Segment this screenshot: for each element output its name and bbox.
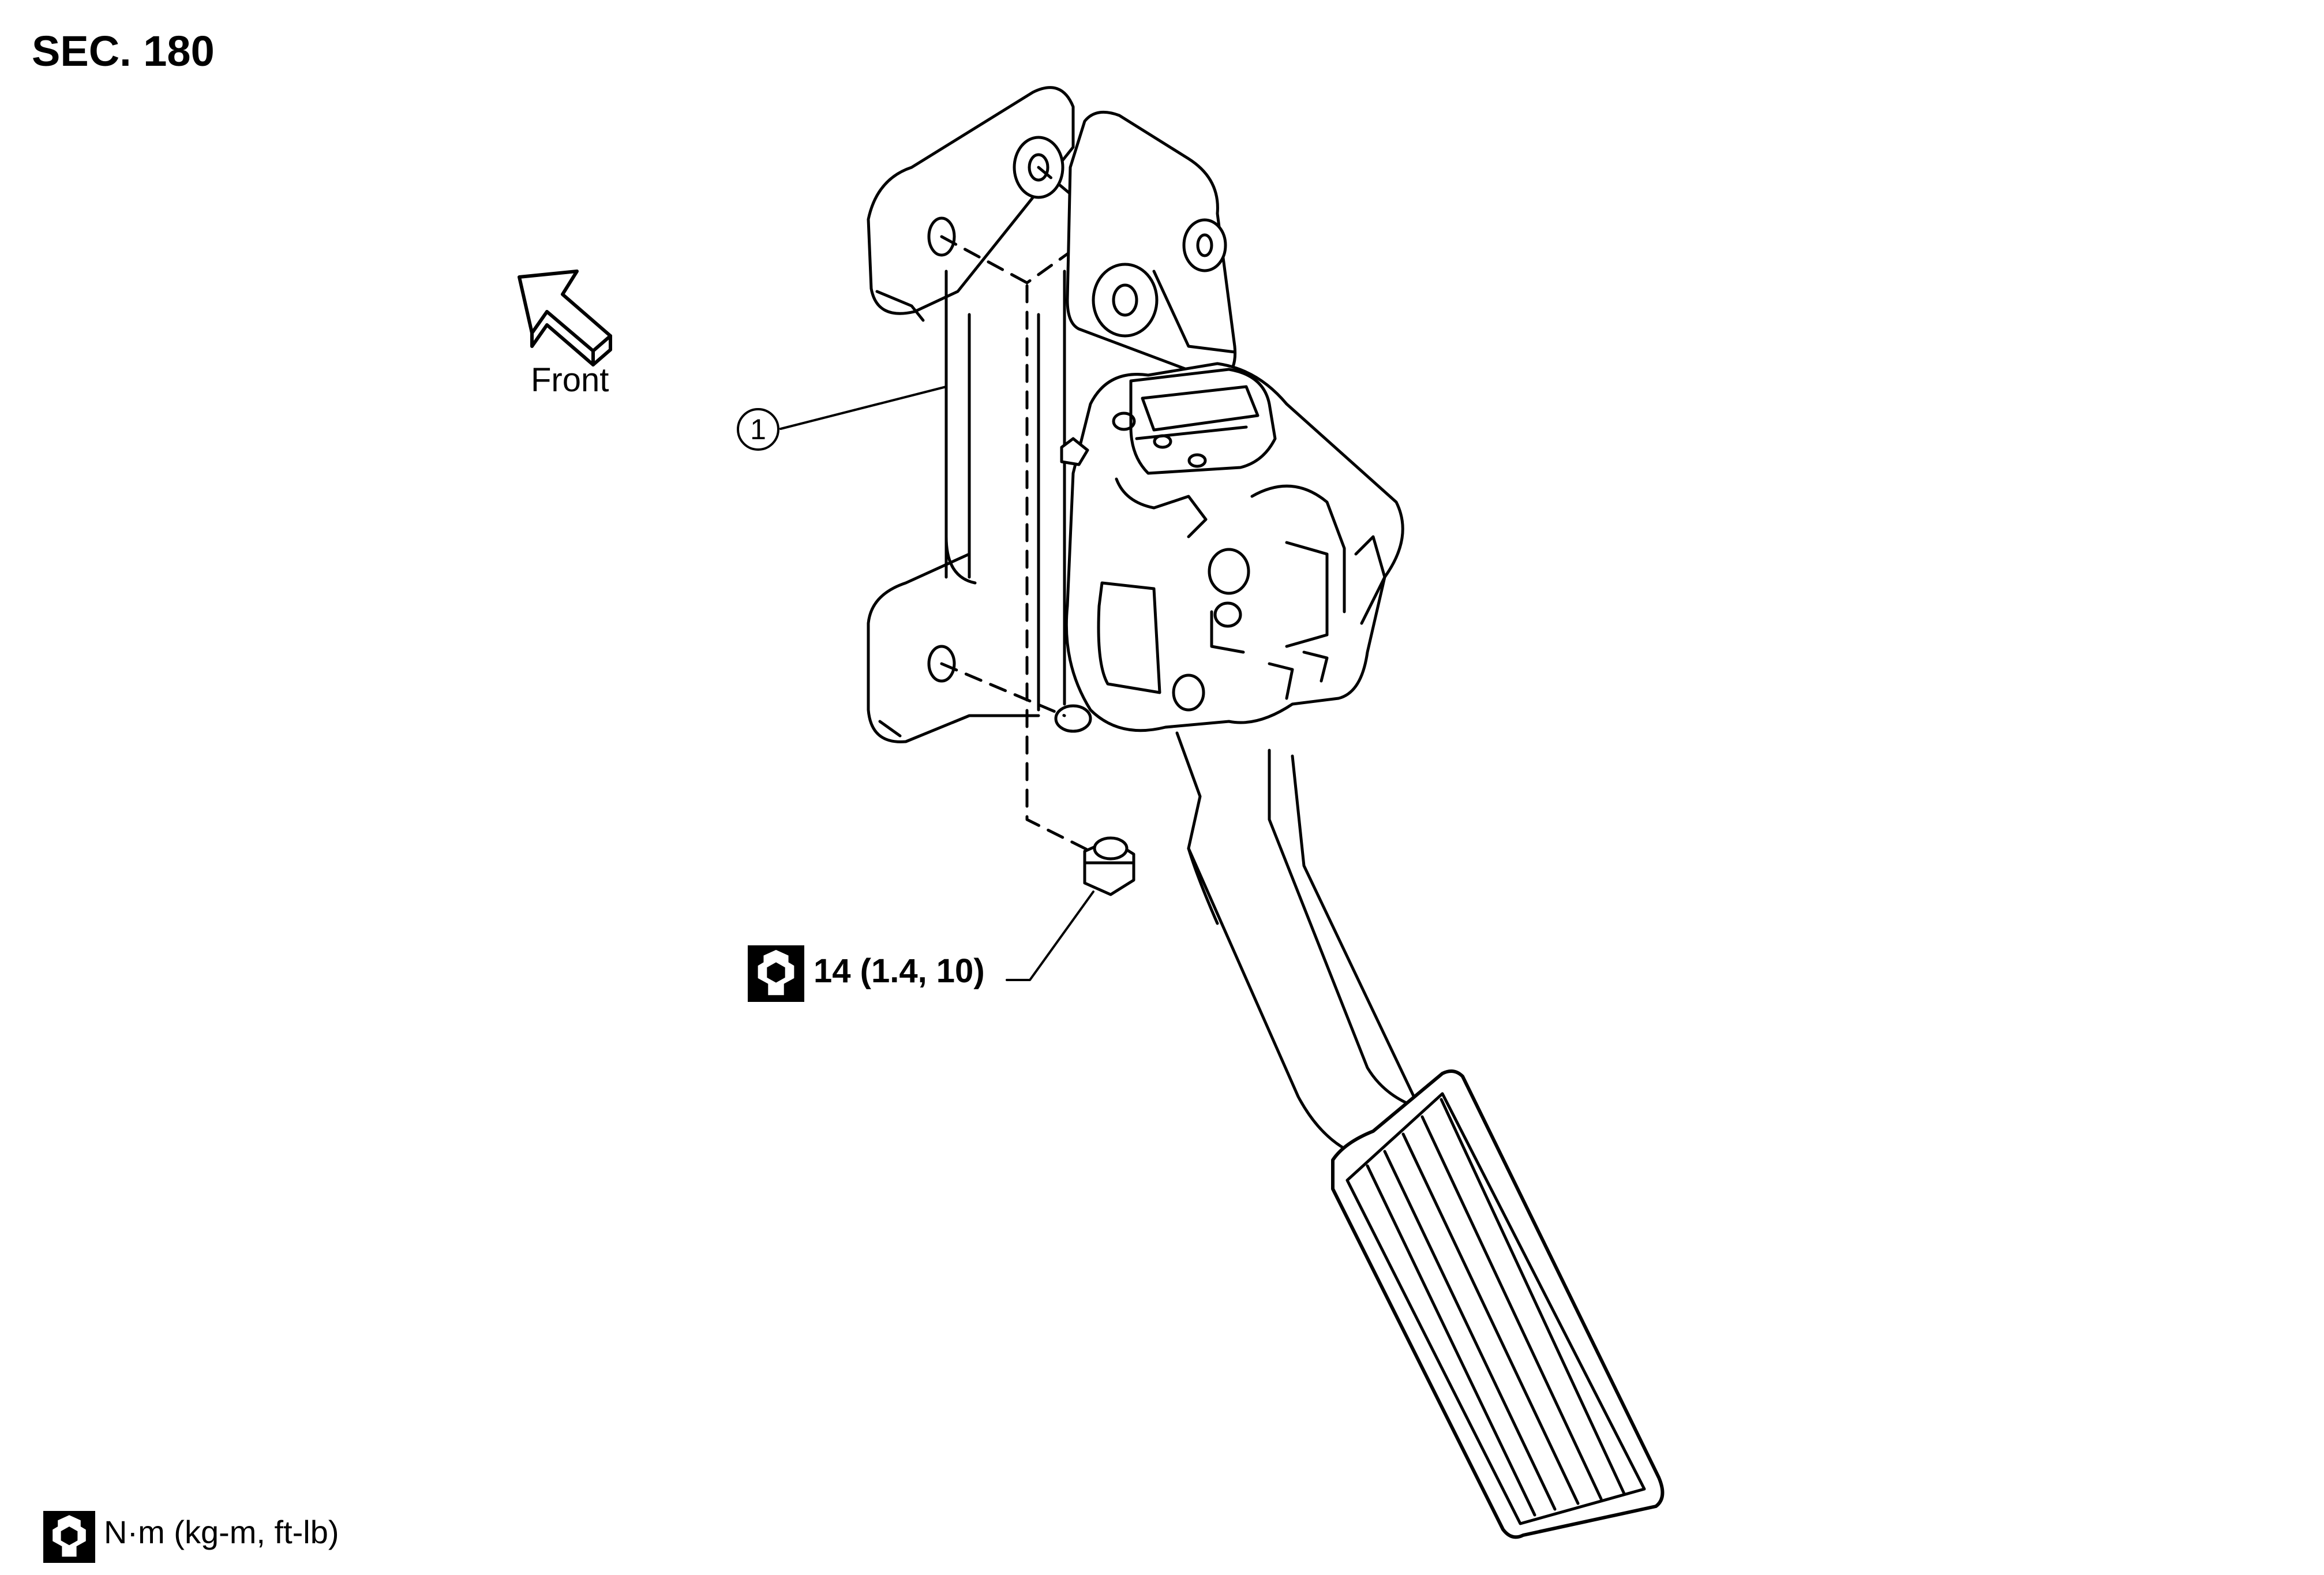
pedal-bracket bbox=[867, 86, 1092, 743]
pedal-pad bbox=[1331, 1069, 1665, 1539]
leader-lines bbox=[779, 386, 1094, 981]
pedal-sensor-body bbox=[1060, 362, 1404, 732]
wrench-hex-icon-legend bbox=[43, 1511, 95, 1563]
pedal-arm bbox=[1175, 731, 1421, 1156]
callout-number: 1 bbox=[750, 413, 766, 446]
front-direction-label: Front bbox=[531, 361, 609, 399]
pivot-housing bbox=[1066, 110, 1237, 383]
section-number: SEC. 180 bbox=[32, 27, 215, 75]
wrench-hex-icon bbox=[748, 945, 804, 1002]
part-callout-1: 1 bbox=[736, 407, 781, 452]
torque-specification: 14 (1.4, 10) bbox=[814, 952, 985, 990]
mounting-nut bbox=[1083, 836, 1135, 896]
front-arrow-icon bbox=[518, 270, 612, 366]
torque-unit-legend: N·m (kg-m, ft-lb) bbox=[104, 1514, 339, 1550]
